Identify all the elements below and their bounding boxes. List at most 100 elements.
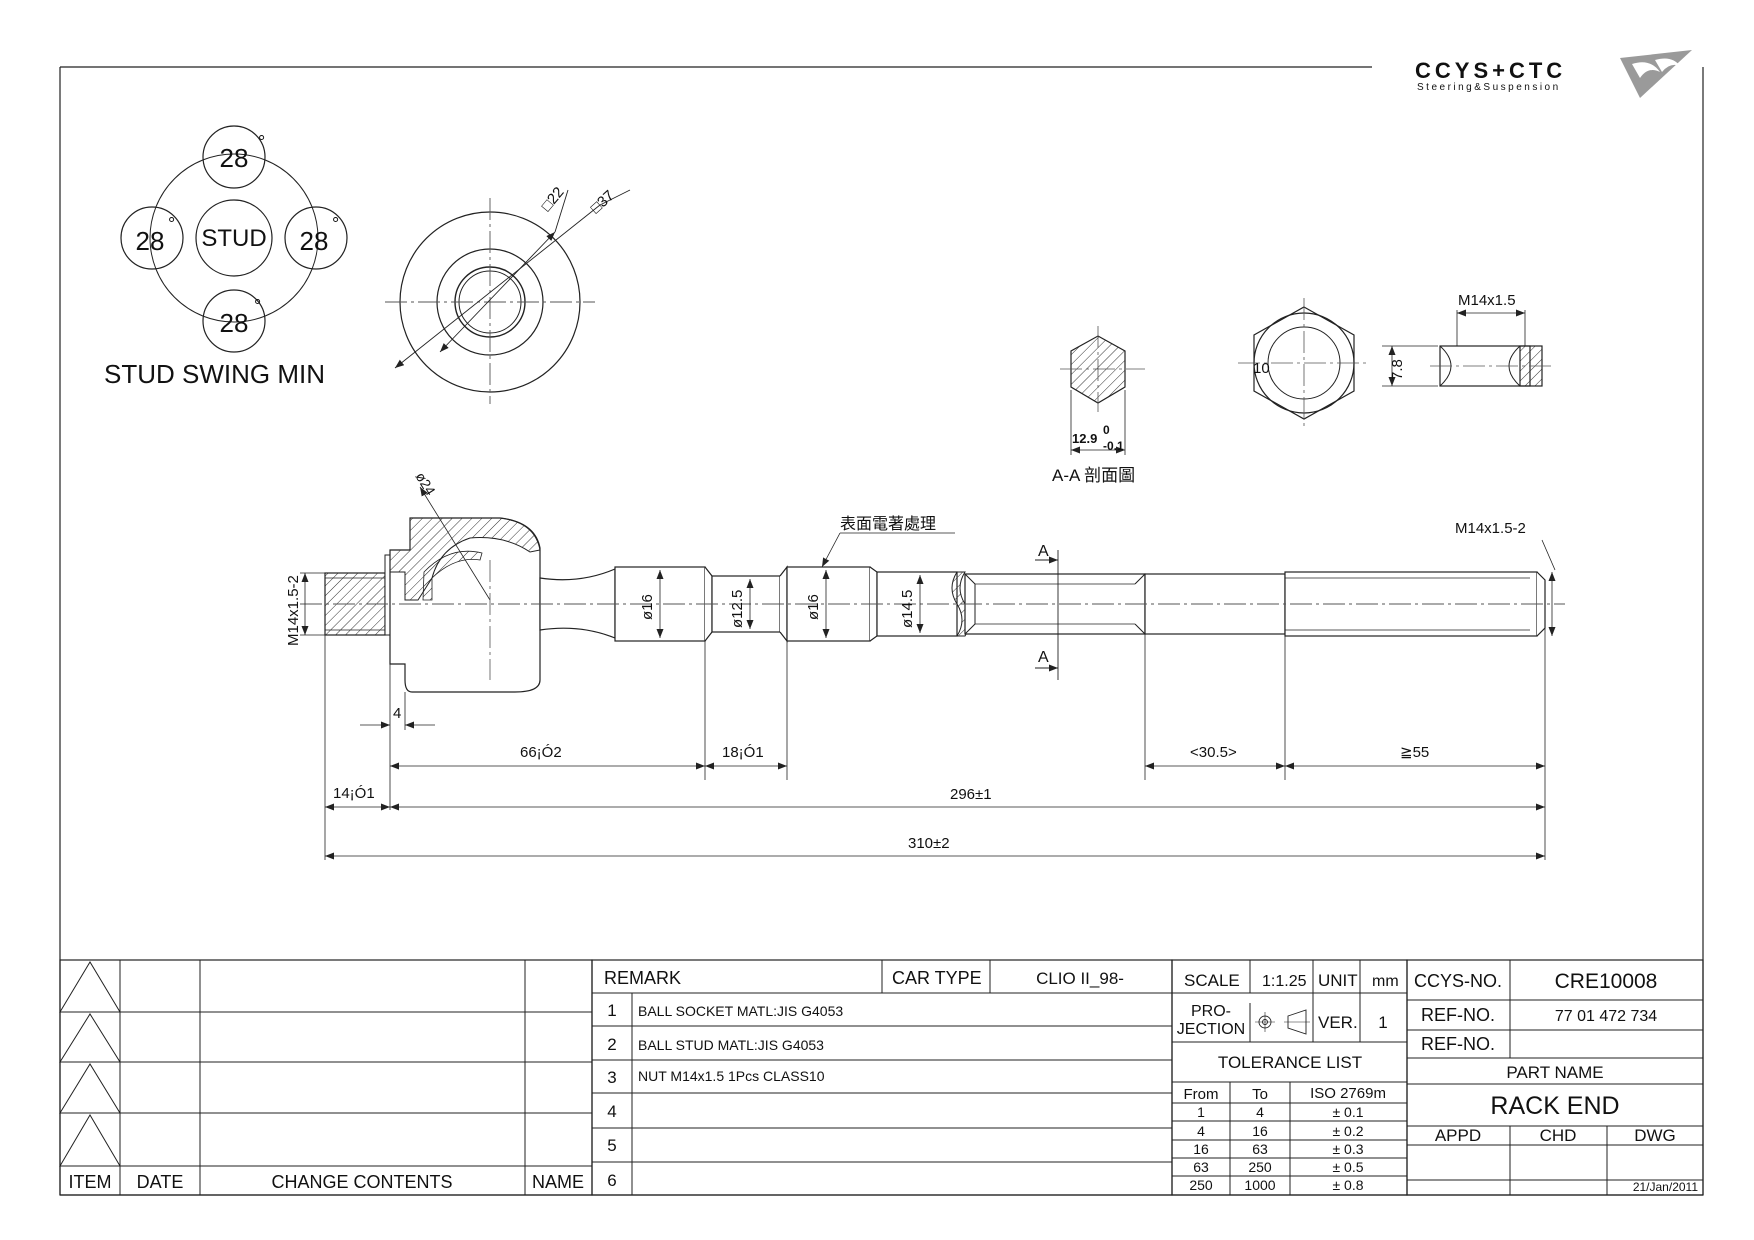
- swing-angle-right: 28: [300, 226, 329, 256]
- section-mark-top: A: [1038, 543, 1049, 560]
- nut-height: 7.8: [1389, 359, 1406, 380]
- ref-no-value: 77 01 472 734: [1555, 1008, 1657, 1025]
- tolerance-row: ± 0.5: [1332, 1159, 1363, 1175]
- dim-outer-square: □37: [587, 187, 618, 217]
- dim-296: 296±1: [950, 786, 992, 803]
- svg-text:250: 250: [1248, 1159, 1272, 1175]
- title-block: CCYS-NO. CRE10008 REF-NO. 77 01 472 734 …: [1406, 959, 1704, 1196]
- col-date: DATE: [137, 1172, 184, 1192]
- swing-angle-bottom: 28: [220, 308, 249, 338]
- unit-label: UNIT: [1318, 971, 1358, 990]
- ref-no-2-label: REF-NO.: [1421, 1034, 1495, 1054]
- scale-value: 1:1.25: [1262, 973, 1307, 990]
- dia-4: ø14.5: [899, 590, 916, 628]
- remark-row: NUT M14x1.5 1Pcs CLASS10: [638, 1068, 825, 1084]
- swing-angle-left: 28: [136, 226, 165, 256]
- dim-4: 4: [393, 705, 401, 722]
- svg-text:1: 1: [607, 1001, 616, 1020]
- dim-14: 14¡Ó1: [333, 785, 375, 802]
- unit-value: mm: [1372, 973, 1399, 990]
- dim-inner-square: □22: [538, 184, 568, 215]
- projection-symbol-icon: [1255, 1009, 1310, 1035]
- remarks-table: REMARK CAR TYPE CLIO II_98- 1 BALL SOCKE…: [591, 959, 1173, 1196]
- chd-label: CHD: [1540, 1126, 1577, 1145]
- svg-text:°: °: [332, 214, 339, 234]
- svg-text:4: 4: [607, 1102, 616, 1121]
- stud-swing-caption: STUD SWING MIN: [104, 359, 325, 389]
- scale-label: SCALE: [1184, 971, 1240, 990]
- stud-swing-diagram: STUD 28 ° 28 ° 28 ° 28 ° STUD SWING MIN: [104, 125, 348, 389]
- drawing-date: 21/Jan/2011: [1633, 1180, 1698, 1194]
- section-caption: A-A 剖面圖: [1052, 466, 1135, 485]
- surface-note: 表面電著處理: [840, 515, 936, 533]
- col-change: CHANGE CONTENTS: [271, 1172, 452, 1192]
- svg-text:5: 5: [607, 1136, 616, 1155]
- logo-brand: CCYS+CTC: [1415, 58, 1566, 83]
- revision-table: ITEM DATE CHANGE CONTENTS NAME: [59, 959, 593, 1196]
- svg-text:0: 0: [1103, 423, 1110, 437]
- company-logo: CCYS+CTC Steering&Suspension: [1415, 50, 1692, 98]
- svg-text:°: °: [258, 132, 265, 152]
- dia-1: ø16: [639, 594, 656, 620]
- dim-30: <30.5>: [1190, 744, 1237, 761]
- tolerance-title: TOLERANCE LIST: [1218, 1053, 1362, 1072]
- thread-left: M14x1.5-2: [285, 575, 302, 646]
- part-name-value: RACK END: [1490, 1092, 1619, 1120]
- dia-3: ø16: [805, 594, 822, 620]
- svg-text:1000: 1000: [1244, 1177, 1275, 1193]
- svg-text:3: 3: [607, 1068, 616, 1087]
- remark-row: BALL SOCKET MATL:JIS G4053: [638, 1003, 843, 1019]
- appd-label: APPD: [1435, 1126, 1481, 1145]
- svg-text:16: 16: [1193, 1141, 1209, 1157]
- dim-66: 66¡Ó2: [520, 744, 562, 761]
- logo-tagline: Steering&Suspension: [1417, 82, 1561, 93]
- svg-text:ISO 2769m: ISO 2769m: [1310, 1085, 1386, 1102]
- logo-mark-icon: [1620, 50, 1692, 98]
- dia-2: ø12.5: [729, 590, 746, 628]
- ccys-no-value: CRE10008: [1555, 970, 1658, 993]
- col-item: ITEM: [69, 1172, 112, 1192]
- svg-text:63: 63: [1252, 1141, 1268, 1157]
- part-name-label: PART NAME: [1506, 1063, 1603, 1082]
- ccys-no-label: CCYS-NO.: [1414, 971, 1502, 991]
- dwg-label: DWG: [1634, 1126, 1676, 1145]
- svg-text:°: °: [168, 214, 175, 234]
- dim-55: ≧55: [1400, 744, 1429, 761]
- section-aa: 12.9 0 -0.1 A-A 剖面圖: [1052, 326, 1145, 485]
- nut-views: 10 7.8 M14x1.5: [1238, 292, 1555, 430]
- nut-thread: M14x1.5: [1458, 292, 1516, 309]
- section-mark-bottom: A: [1038, 649, 1049, 666]
- svg-text:To: To: [1252, 1086, 1268, 1103]
- svg-text:2: 2: [607, 1035, 616, 1054]
- swing-angle-top: 28: [220, 143, 249, 173]
- spec-block: SCALE 1:1.25 UNIT mm PRO- JECTION VER. 1…: [1171, 959, 1408, 1196]
- remark-row: BALL STUD MATL:JIS G4053: [638, 1037, 824, 1053]
- svg-text:250: 250: [1189, 1177, 1213, 1193]
- tolerance-row: ± 0.1: [1332, 1104, 1363, 1120]
- svg-text:From: From: [1184, 1086, 1219, 1103]
- svg-text:4: 4: [1256, 1104, 1264, 1120]
- svg-text:JECTION: JECTION: [1177, 1021, 1245, 1038]
- tolerance-row: ± 0.2: [1332, 1123, 1363, 1139]
- ref-no-label: REF-NO.: [1421, 1005, 1495, 1025]
- car-type-label: CAR TYPE: [892, 968, 982, 988]
- nut-across: 10: [1253, 360, 1270, 377]
- thread-right: M14x1.5-2: [1455, 520, 1526, 537]
- ver-value: 1: [1378, 1013, 1387, 1032]
- section-width: 12.9: [1072, 431, 1097, 446]
- svg-text:°: °: [254, 296, 261, 316]
- svg-text:16: 16: [1252, 1123, 1268, 1139]
- projection-label: PRO-: [1191, 1003, 1231, 1020]
- svg-text:-0.1: -0.1: [1103, 439, 1124, 453]
- svg-text:6: 6: [607, 1171, 616, 1190]
- dim-310: 310±2: [908, 835, 950, 852]
- svg-text:63: 63: [1193, 1159, 1209, 1175]
- end-view: □22 □37: [385, 184, 631, 404]
- ball-diameter: ø24: [412, 469, 438, 498]
- tolerance-row: ± 0.3: [1332, 1141, 1363, 1157]
- dim-18: 18¡Ó1: [722, 744, 764, 761]
- tolerance-row: ± 0.8: [1332, 1177, 1363, 1193]
- ver-label: VER.: [1318, 1013, 1358, 1032]
- stud-label: STUD: [201, 225, 266, 252]
